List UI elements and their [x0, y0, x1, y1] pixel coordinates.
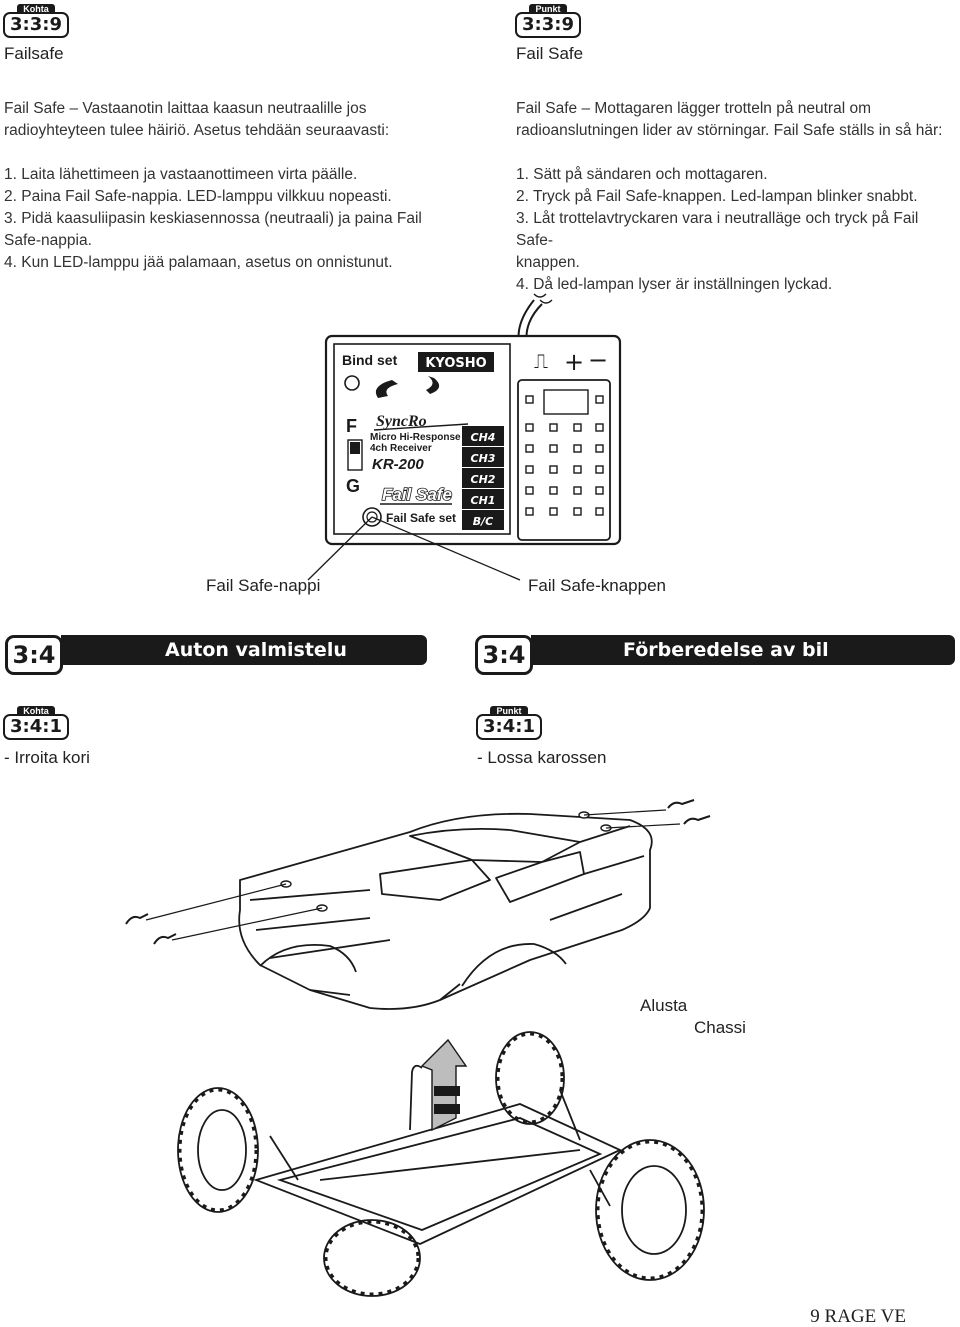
channel-label: CH4 [471, 431, 496, 444]
badge-tag: Punkt [529, 4, 567, 15]
receiver-desc-2: 4ch Receiver [370, 443, 432, 454]
section-badge-fi: Kohta 3:3:9 [3, 4, 71, 38]
step-line: 3. Pidä kaasuliipasin keskiasennossa (ne… [4, 210, 422, 227]
step-line: 2. Tryck på Fail Safe-knappen. Led-lampa… [516, 188, 918, 205]
pin-signal-label: ⎍ [534, 349, 548, 373]
sub-badge-fi: Kohta 3:4:1 [3, 706, 71, 740]
sub-text-sv: - Lossa karossen [477, 748, 607, 767]
section-header-fi: Auton valmistelu 3:4 [5, 635, 427, 675]
channel-labels: CH4 CH3 CH2 CH1 B/C [462, 426, 504, 530]
chassis-illustration [177, 1031, 705, 1297]
g-label: G [346, 476, 360, 496]
step-line: Safe-nappia. [4, 232, 92, 249]
text-sv: Fail Safe – Mottagaren lägger trotteln p… [516, 98, 956, 296]
channel-label: CH1 [471, 494, 496, 507]
step-line: 4. Kun LED-lamppu jää palamaan, asetus o… [4, 254, 393, 271]
model-label: KR-200 [372, 456, 424, 473]
section-title: Förberedelse av bil [531, 635, 955, 665]
text-fi: Fail Safe – Vastaanotin laittaa kaasun n… [4, 98, 464, 274]
badge-number: 3:3:9 [3, 12, 69, 38]
failsafe-logo: Fail Safe [382, 485, 452, 504]
channel-label: B/C [473, 515, 493, 528]
callout-fi: Fail Safe-nappi [206, 576, 321, 595]
callout-sv: Fail Safe-knappen [528, 576, 666, 595]
step-line: 2. Paina Fail Safe-nappia. LED-lamppu vi… [4, 188, 392, 205]
receiver-desc-1: Micro Hi-Response [370, 432, 461, 443]
chassis-label-fi: Alusta [640, 996, 688, 1015]
badge-tag: Kohta [17, 706, 55, 717]
car-body-illustration [125, 799, 711, 1010]
sub-text-fi: - Irroita kori [4, 748, 90, 767]
pin-plus-label: + [564, 348, 584, 376]
step-line: 1. Sätt på sändaren och mottagaren. [516, 166, 768, 183]
step-line: 4. Då led-lampan lyser är inställningen … [516, 276, 833, 293]
intro-line: radioyhteyteen tulee häiriö. Asetus tehd… [4, 122, 390, 139]
pin-minus-label: − [588, 346, 608, 374]
step-line: 1. Laita lähettimeen ja vastaanottimeen … [4, 166, 358, 183]
section-header-sv: Förberedelse av bil 3:4 [475, 635, 955, 675]
badge-number: 3:4:1 [3, 714, 69, 740]
chassis-label-sv: Chassi [694, 1018, 746, 1037]
receiver-illustration: Bind set KYOSHO F G SyncRo Micro Hi-Resp… [324, 293, 622, 546]
badge-tag: Kohta [17, 4, 55, 15]
intro-line: Fail Safe – Mottagaren lägger trotteln p… [516, 100, 871, 117]
channel-label: CH3 [471, 452, 496, 465]
intro-line: radioanslutningen lider av störningar. F… [516, 122, 943, 139]
f-label: F [346, 416, 357, 436]
step-line: 3. Låt trottelavtryckaren vara i neutral… [516, 210, 919, 249]
syncro-logo: SyncRo [376, 413, 427, 430]
kyosho-logo: KYOSHO [425, 356, 486, 371]
failsafe-set-label: Fail Safe set [386, 511, 456, 525]
pin-grid [525, 395, 604, 516]
step-line: knappen. [516, 254, 580, 271]
section-title: Auton valmistelu [61, 635, 427, 665]
section-number: 3:4 [5, 635, 63, 675]
heading-fi: Failsafe [4, 44, 64, 63]
bind-set-label: Bind set [342, 352, 398, 368]
body-clip-icon [125, 799, 711, 945]
section-badge-sv: Punkt 3:3:9 [515, 4, 583, 38]
badge-number: 3:3:9 [515, 12, 581, 38]
section-number: 3:4 [475, 635, 533, 675]
sub-badge-sv: Punkt 3:4:1 [476, 706, 544, 740]
badge-tag: Punkt [490, 706, 528, 717]
badge-number: 3:4:1 [476, 714, 542, 740]
channel-label: CH2 [471, 473, 496, 486]
up-arrow-icon [420, 1038, 468, 1132]
led-icon [344, 375, 360, 391]
callout-lines [307, 516, 521, 581]
page-footer: 9 RAGE VE [810, 1306, 906, 1327]
heading-sv: Fail Safe [516, 44, 584, 63]
intro-line: Fail Safe – Vastaanotin laittaa kaasun n… [4, 100, 367, 117]
